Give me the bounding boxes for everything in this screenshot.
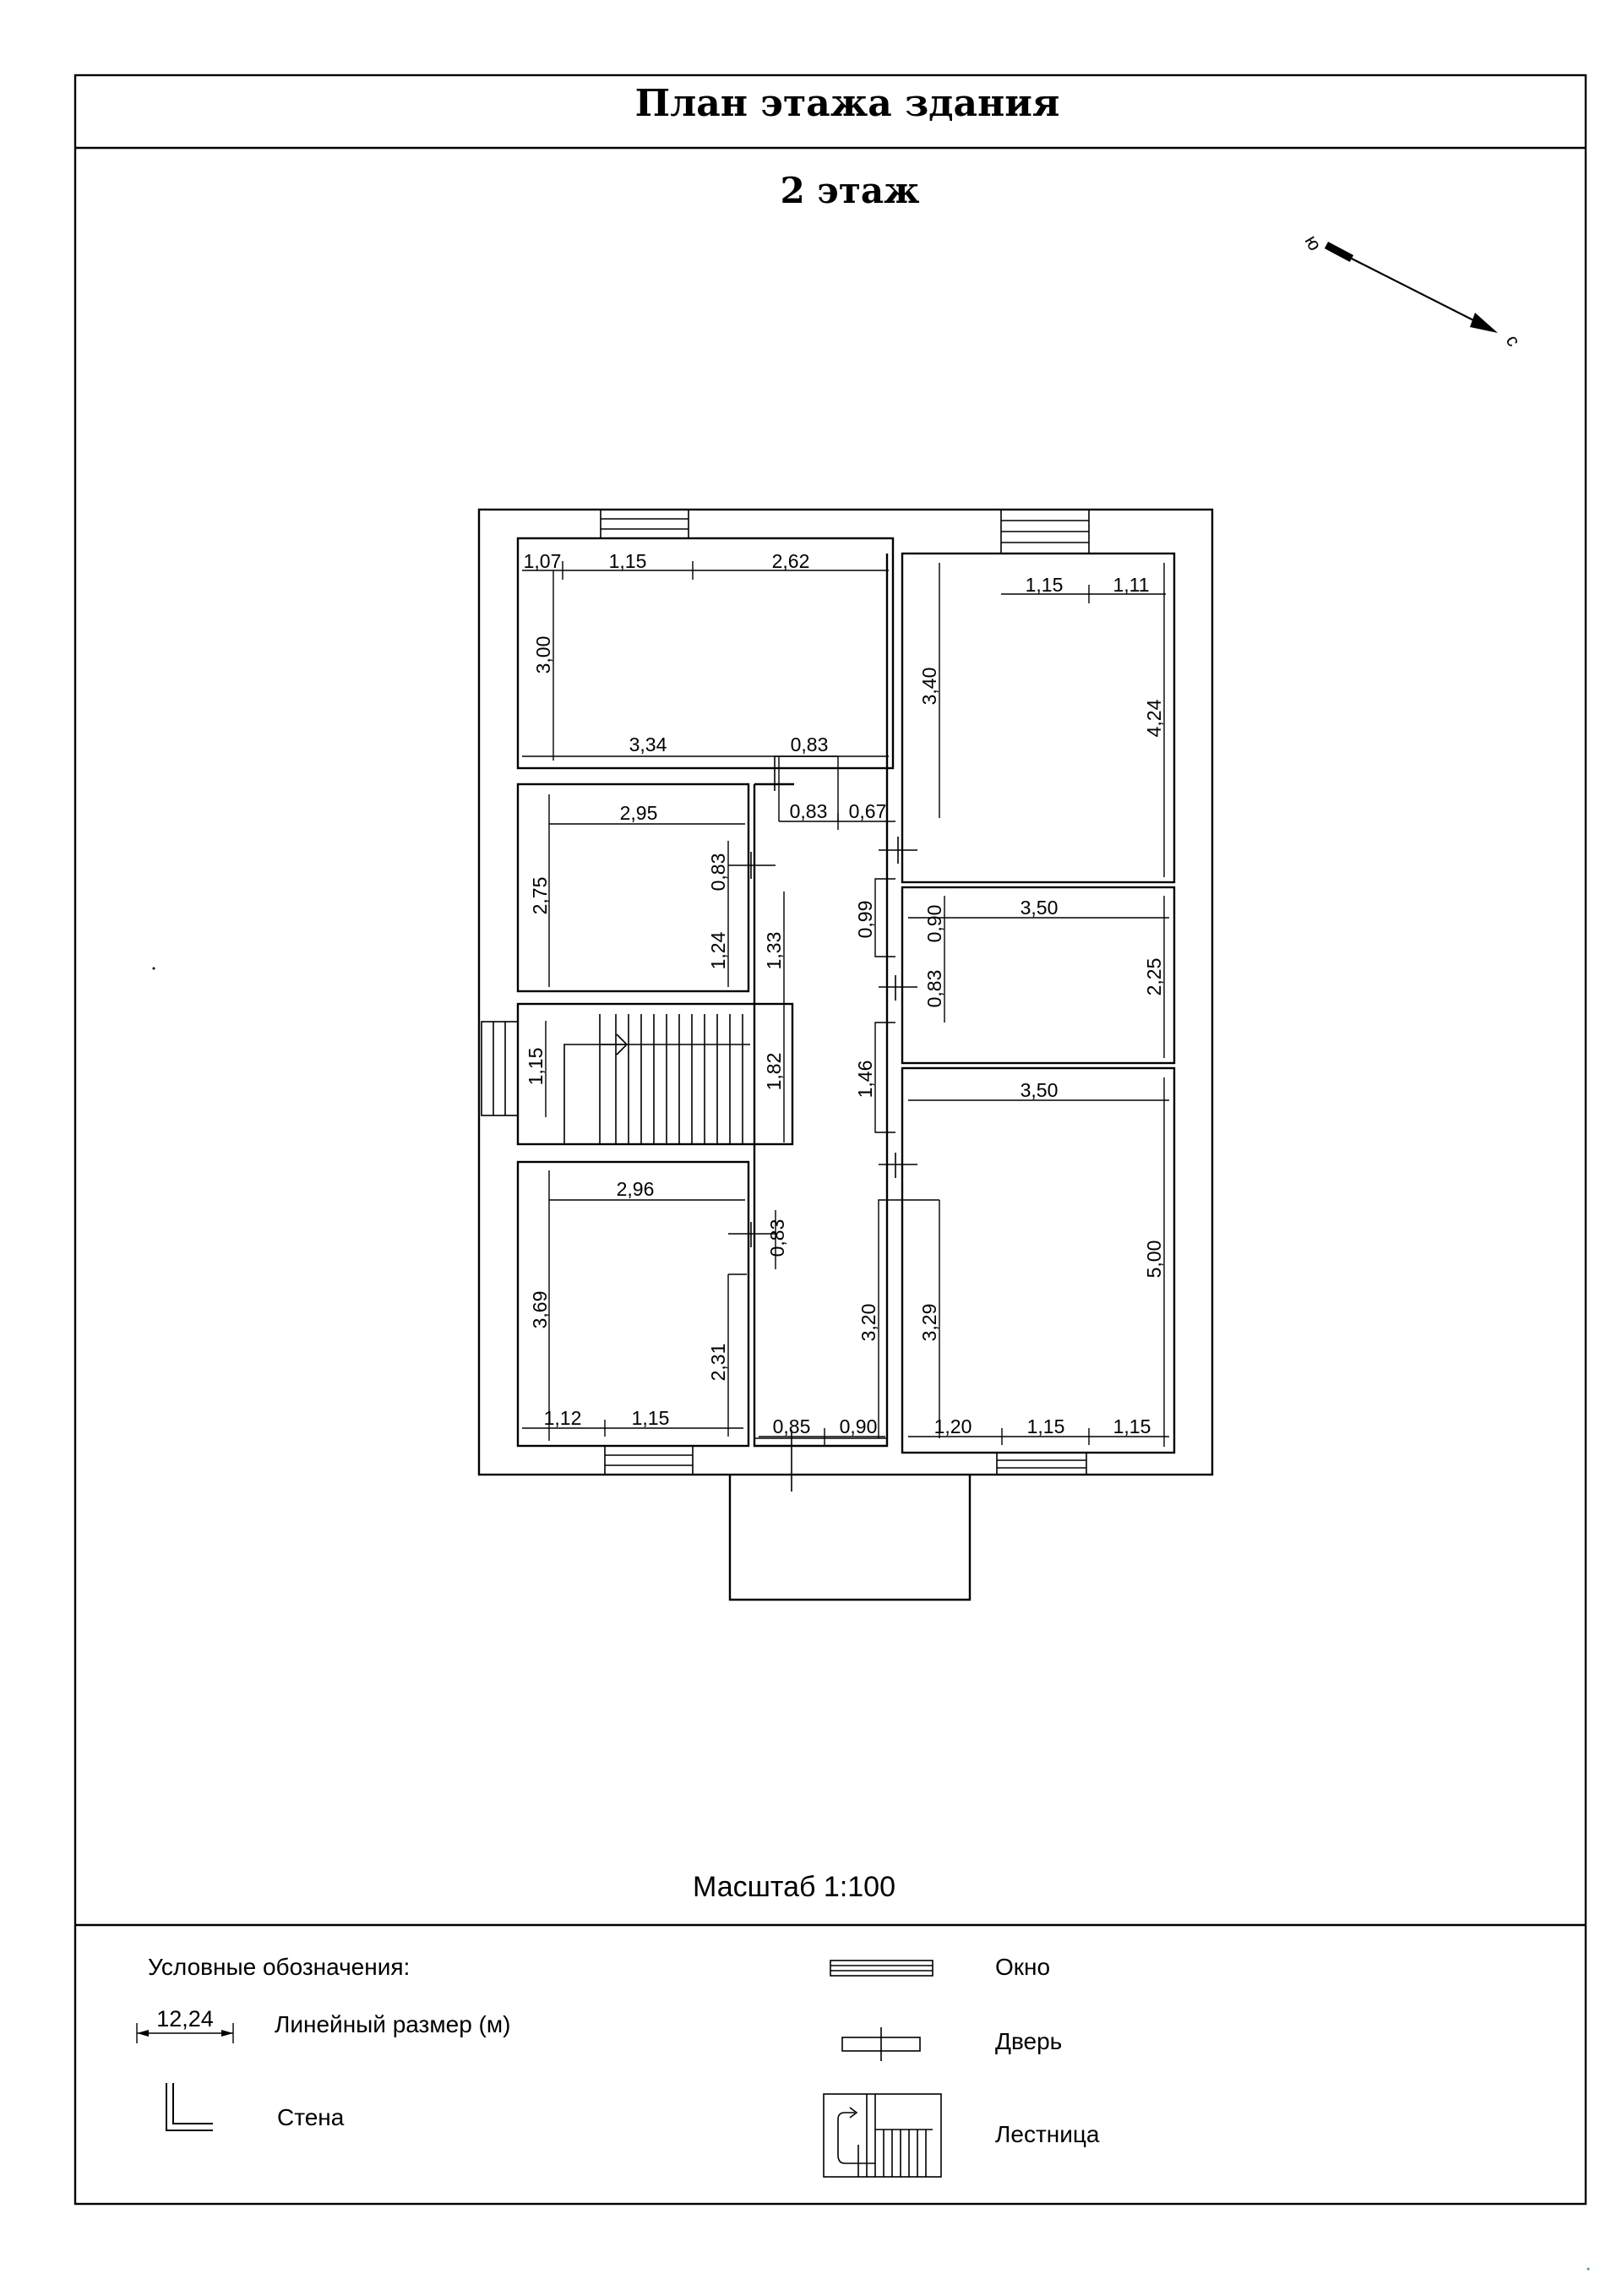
door-icon (841, 2027, 921, 2061)
window-icon (1000, 509, 1090, 554)
dim-label: 3,50 (1021, 897, 1059, 919)
legend: Условные обозначения: 12,24 Линейный раз… (136, 1954, 1100, 2178)
compass-arrow-icon: ю с (1301, 232, 1525, 350)
dim-label: 1,15 (1027, 1415, 1065, 1437)
door-legend-label: Дверь (995, 2028, 1062, 2054)
dim-label: 2,25 (1143, 958, 1165, 996)
legend-heading: Условные обозначения: (148, 1954, 410, 1980)
door-icon (879, 1153, 917, 1178)
dim-label: 1,82 (763, 1053, 785, 1091)
dim-label: 0,83 (766, 1219, 788, 1257)
compass-start-label: ю (1301, 232, 1326, 254)
dim-label: 0,67 (849, 800, 887, 822)
dim-label: 1,15 (609, 550, 647, 572)
window-legend-label: Окно (995, 1954, 1050, 1980)
window-icon (600, 509, 689, 539)
outer-wall (477, 508, 1214, 1476)
stair-legend-label: Лестница (995, 2121, 1100, 2147)
dim-label: 5,00 (1143, 1241, 1165, 1279)
dim-label: 1,46 (854, 1061, 876, 1099)
dim-label: 4,24 (1143, 699, 1165, 737)
dim-label: 3,29 (918, 1304, 940, 1342)
door-icon (879, 975, 917, 1001)
door-icon (879, 837, 917, 864)
dim-label: 1,33 (763, 932, 785, 970)
dimension-sample-icon: 12,24 (136, 2006, 234, 2043)
dim-label: 3,40 (918, 668, 940, 706)
dim-label: 2,96 (617, 1178, 655, 1200)
dim-label: 3,50 (1021, 1079, 1059, 1101)
room-6-wall (516, 1160, 750, 1448)
door-icon (728, 852, 776, 879)
dim-label: 2,95 (620, 802, 658, 824)
dim-label: 2,31 (707, 1344, 729, 1382)
dim-label: 3,69 (529, 1291, 551, 1329)
wall-legend-label: Стена (277, 2104, 345, 2130)
dim-label: 0,85 (773, 1415, 811, 1437)
dimension-legend-label: Линейный размер (м) (275, 2011, 510, 2037)
room-1-wall (516, 537, 895, 770)
compass-end-label: с (1502, 331, 1525, 350)
room-4-wall (901, 886, 1176, 1065)
dim-label: 1,15 (632, 1407, 670, 1429)
dim-label: 0,90 (923, 905, 945, 943)
dim-label: 3,20 (857, 1304, 879, 1342)
dim-label: 3,00 (532, 636, 554, 674)
room-2-wall (901, 552, 1176, 884)
window-icon (481, 1021, 519, 1116)
dim-label: 0,83 (791, 734, 829, 755)
dim-label: 0,99 (854, 901, 876, 939)
floor-plan (477, 508, 1214, 1601)
corner-dot (1587, 2267, 1590, 2271)
door-icon (728, 1222, 776, 1247)
dim-label: 0,83 (790, 800, 828, 822)
dim-label: 0,90 (840, 1415, 878, 1437)
dim-label: 1,15 (1026, 574, 1064, 596)
dim-label: 1,20 (934, 1415, 972, 1437)
stray-dot (152, 967, 155, 970)
scale-label: Масштаб 1:100 (693, 1871, 895, 1903)
dim-label: 1,24 (707, 931, 729, 969)
dim-label: 3,34 (629, 734, 667, 755)
stair-room-wall (516, 1002, 794, 1146)
stair-icon (823, 2093, 942, 2178)
balcony-wall (728, 1475, 972, 1601)
sheet-frame (73, 74, 1587, 2206)
dimension-sample-value: 12,24 (156, 2006, 214, 2031)
page-title: План этажа здания (635, 82, 1060, 125)
dim-label: 1,12 (544, 1407, 582, 1429)
dim-label: 1,15 (1113, 1415, 1151, 1437)
stair-icon (563, 1014, 750, 1145)
window-icon (604, 1445, 694, 1475)
room-5-wall (901, 1066, 1176, 1454)
window-icon (830, 1960, 933, 1977)
dim-label: 1,07 (524, 550, 562, 572)
dim-label: 1,15 (525, 1048, 547, 1086)
dim-label: 2,75 (529, 877, 551, 915)
dim-label: 1,11 (1113, 574, 1149, 596)
wall-icon (166, 2083, 213, 2131)
window-icon (996, 1452, 1087, 1475)
dim-label: 0,83 (707, 854, 729, 892)
floor-label: 2 этаж (780, 170, 919, 211)
dimensions: 1,07 1,15 2,62 3,00 3,34 0,83 0,83 0,67 … (522, 550, 1169, 1447)
corridor-wall (753, 784, 889, 1448)
room-3-wall (516, 783, 750, 993)
dim-label: 0,83 (923, 970, 945, 1008)
dim-label: 2,62 (772, 550, 810, 572)
